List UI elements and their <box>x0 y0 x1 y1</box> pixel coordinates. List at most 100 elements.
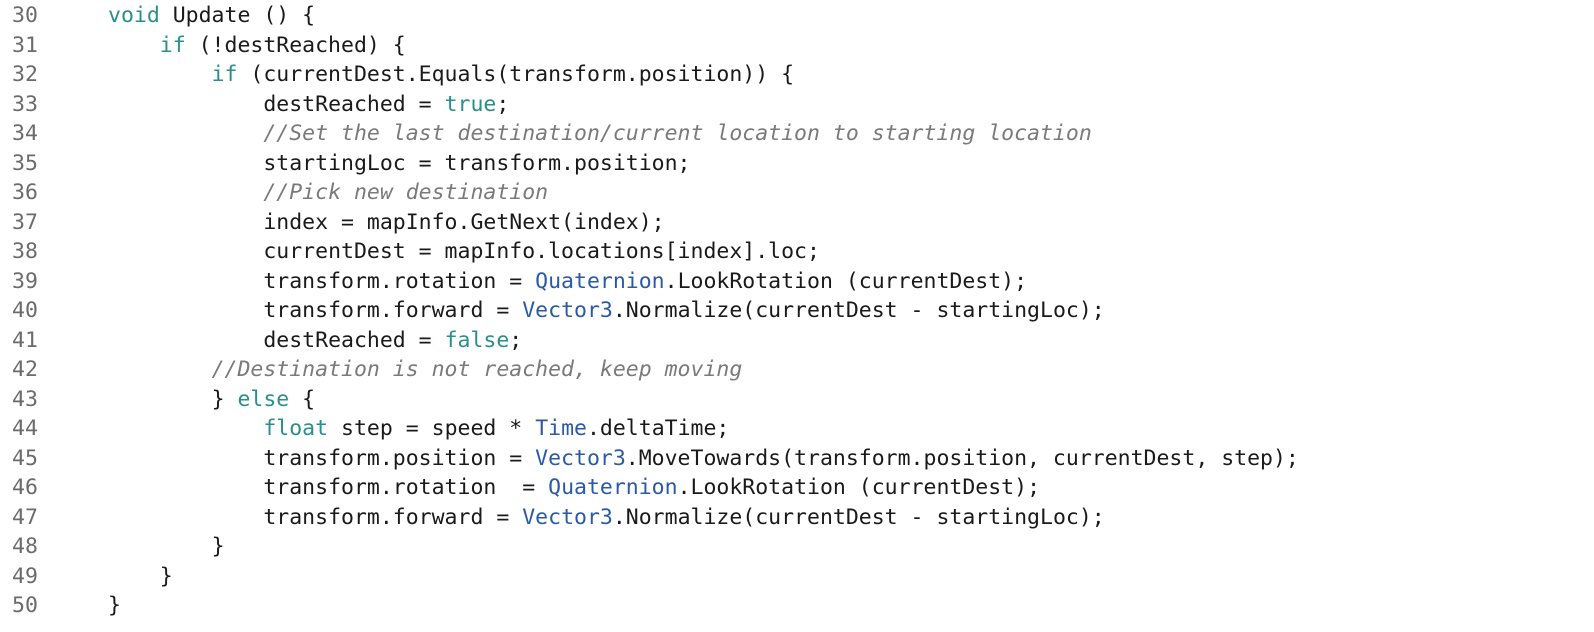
indent <box>108 180 263 205</box>
code-token: (!destReached) { <box>185 32 406 58</box>
code-text: //Set the last destination/current locat… <box>70 121 1092 147</box>
code-token: } <box>159 563 173 589</box>
line-number: 48 <box>12 534 38 560</box>
code-line[interactable]: 31 if (!destReached) { <box>0 31 1594 61</box>
code-line[interactable]: 50} <box>0 591 1594 621</box>
code-line[interactable]: 36 //Pick new destination <box>0 178 1594 208</box>
indent <box>108 92 263 117</box>
code-token: transform.rotation = <box>263 475 549 501</box>
code-line[interactable]: 45 transform.position = Vector3.MoveTowa… <box>0 444 1594 474</box>
code-token: } <box>211 386 238 412</box>
code-text: } <box>70 534 225 559</box>
code-line[interactable]: 32 if (currentDest.Equals(transform.posi… <box>0 60 1594 90</box>
code-text: index = mapInfo.GetNext(index); <box>70 209 665 235</box>
code-line[interactable]: 37 index = mapInfo.GetNext(index); <box>0 208 1594 238</box>
code-type: Vector3 <box>522 298 613 324</box>
code-token: { <box>289 386 316 412</box>
indent <box>108 121 263 146</box>
line-number: 45 <box>12 445 38 471</box>
line-number: 41 <box>12 327 38 353</box>
indent <box>108 534 212 559</box>
code-token: Update () { <box>159 3 316 29</box>
code-text: transform.position = Vector3.MoveTowards… <box>70 446 1299 471</box>
indent <box>108 564 160 589</box>
line-number: 37 <box>12 209 38 235</box>
indent <box>108 357 212 382</box>
line-number: 46 <box>12 475 38 501</box>
code-line[interactable]: 39 transform.rotation = Quaternion.LookR… <box>0 267 1594 297</box>
code-token: destReached = <box>263 327 445 353</box>
code-token: index = mapInfo.GetNext(index); <box>263 209 665 235</box>
code-token: destReached = <box>263 91 445 117</box>
indent <box>108 210 263 235</box>
code-line[interactable]: 40 transform.forward = Vector3.Normalize… <box>0 296 1594 326</box>
indent <box>108 269 263 294</box>
code-line[interactable]: 35 startingLoc = transform.position; <box>0 149 1594 179</box>
code-text: destReached = false; <box>70 328 522 353</box>
indent <box>108 505 263 530</box>
indent <box>108 298 263 323</box>
code-token: } <box>108 593 121 619</box>
line-number: 42 <box>12 357 38 383</box>
indent <box>108 151 263 176</box>
line-number: 49 <box>12 563 38 589</box>
code-line[interactable]: 30 void Update () { <box>0 1 1594 31</box>
code-text: void Update () { <box>70 3 315 28</box>
code-text: if (!destReached) { <box>70 33 406 58</box>
indent <box>108 416 263 441</box>
code-token: transform.position = <box>263 445 536 471</box>
code-token: .Normalize(currentDest - startingLoc); <box>612 504 1105 530</box>
code-comment: //Destination is not reached, keep movin… <box>211 357 743 383</box>
code-text: transform.rotation = Quaternion.LookRota… <box>70 269 1027 294</box>
code-keyword: if <box>159 32 186 58</box>
indent <box>108 62 212 87</box>
code-text: if (currentDest.Equals(transform.positio… <box>70 62 795 87</box>
indent <box>108 446 263 471</box>
code-comment: //Set the last destination/current locat… <box>263 121 1092 147</box>
code-token: step = speed * <box>328 416 536 442</box>
line-number: 35 <box>12 150 38 176</box>
code-text: //Destination is not reached, keep movin… <box>70 357 743 383</box>
code-token: .LookRotation (currentDest); <box>677 475 1041 501</box>
indent <box>108 239 263 264</box>
code-line[interactable]: 41 destReached = false; <box>0 326 1594 356</box>
code-line[interactable]: 46 transform.rotation = Quaternion.LookR… <box>0 473 1594 503</box>
code-type: Vector3 <box>535 445 626 471</box>
code-keyword: float <box>263 416 329 442</box>
code-line[interactable]: 49 } <box>0 562 1594 592</box>
code-token: transform.forward = <box>263 504 523 530</box>
line-number: 34 <box>12 121 38 147</box>
indent <box>108 33 160 58</box>
code-line[interactable]: 47 transform.forward = Vector3.Normalize… <box>0 503 1594 533</box>
code-type: Time <box>535 416 587 442</box>
code-line[interactable]: 33 destReached = true; <box>0 90 1594 120</box>
line-number: 50 <box>12 593 38 619</box>
code-token: currentDest = mapInfo.locations[index].l… <box>263 239 820 265</box>
code-line[interactable]: 38 currentDest = mapInfo.locations[index… <box>0 237 1594 267</box>
code-text: float step = speed * Time.deltaTime; <box>70 416 729 441</box>
line-number: 33 <box>12 91 38 117</box>
indent <box>108 328 263 353</box>
code-type: Vector3 <box>522 504 613 530</box>
code-token: transform.forward = <box>263 298 523 324</box>
code-token: } <box>211 534 225 560</box>
line-number: 30 <box>12 3 38 29</box>
code-line[interactable]: 42 //Destination is not reached, keep mo… <box>0 355 1594 385</box>
code-text: } <box>70 564 173 589</box>
line-number: 31 <box>12 32 38 58</box>
code-text: //Pick new destination <box>70 180 548 205</box>
code-text: startingLoc = transform.position; <box>70 151 690 176</box>
code-token: transform.rotation = <box>263 268 536 294</box>
line-number: 47 <box>12 504 38 530</box>
code-token: .Normalize(currentDest - startingLoc); <box>612 298 1105 324</box>
code-line[interactable]: 34 //Set the last destination/current lo… <box>0 119 1594 149</box>
code-line[interactable]: 48 } <box>0 532 1594 562</box>
code-line[interactable]: 43 } else { <box>0 385 1594 415</box>
code-line[interactable]: 44 float step = speed * Time.deltaTime; <box>0 414 1594 444</box>
line-number: 32 <box>12 62 38 88</box>
code-token: .deltaTime; <box>586 416 730 442</box>
code-comment: //Pick new destination <box>263 180 549 206</box>
code-text: transform.rotation = Quaternion.LookRota… <box>70 475 1040 500</box>
code-text: currentDest = mapInfo.locations[index].l… <box>70 239 820 264</box>
